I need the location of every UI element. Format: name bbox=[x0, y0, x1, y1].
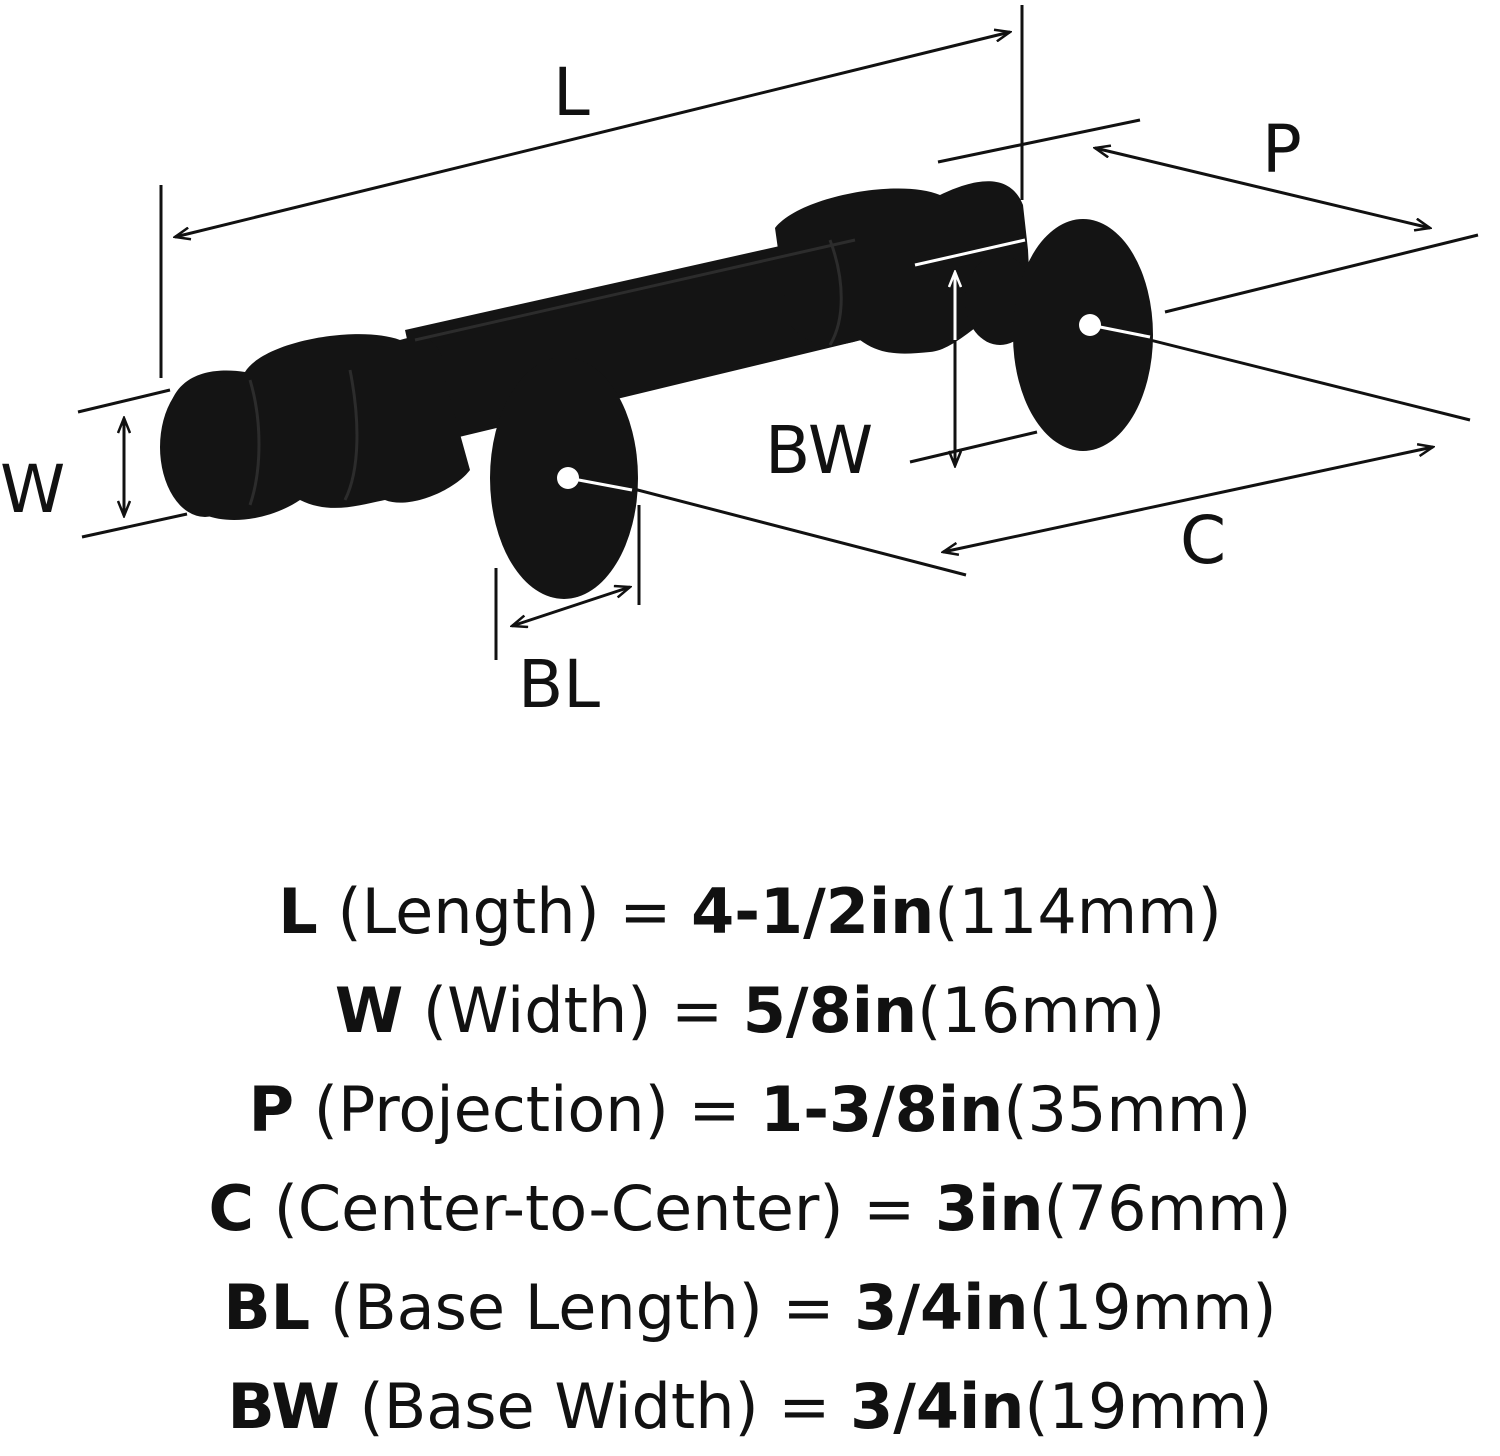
ext-line-p-bottom bbox=[1164, 233, 1479, 314]
label-base-length: BL bbox=[518, 646, 600, 723]
spec-metric: (19mm) bbox=[1028, 1271, 1277, 1344]
spec-imperial: 3/4in bbox=[850, 1370, 1025, 1443]
product-highlights bbox=[248, 238, 856, 506]
spec-base-width: BW (Base Width) = 3/4in(19mm) bbox=[0, 1357, 1500, 1456]
base-plate-right bbox=[1013, 219, 1153, 451]
ext-line-bw-top bbox=[914, 238, 1026, 267]
spec-metric: (76mm) bbox=[1043, 1172, 1292, 1245]
spec-imperial: 3in bbox=[934, 1172, 1044, 1245]
spec-symbol: C bbox=[208, 1172, 254, 1245]
spec-name: (Width) = bbox=[422, 974, 743, 1047]
arrow-base-length bbox=[512, 587, 630, 626]
label-projection: P bbox=[1262, 111, 1302, 188]
spec-imperial: 1-3/8in bbox=[760, 1073, 1004, 1146]
spec-imperial: 4-1/2in bbox=[691, 875, 935, 948]
arrow-projection bbox=[1095, 148, 1430, 228]
spec-symbol: BL bbox=[223, 1271, 311, 1344]
ext-line-w-top bbox=[77, 388, 171, 414]
spec-metric: (114mm) bbox=[934, 875, 1222, 948]
center-lines bbox=[567, 238, 1151, 492]
dimension-specs-list: L (Length) = 4-1/2in(114mm) W (Width) = … bbox=[0, 862, 1500, 1456]
spec-length: L (Length) = 4-1/2in(114mm) bbox=[0, 862, 1500, 961]
spec-symbol: P bbox=[248, 1073, 295, 1146]
pull-cap-left bbox=[160, 377, 250, 517]
spec-center-to-center: C (Center-to-Center) = 3in(76mm) bbox=[0, 1159, 1500, 1258]
ext-line-c-left bbox=[629, 486, 967, 577]
spec-imperial: 5/8in bbox=[742, 974, 918, 1047]
label-base-width: BW bbox=[765, 412, 873, 489]
spec-metric: (16mm) bbox=[917, 974, 1166, 1047]
spec-width: W (Width) = 5/8in(16mm) bbox=[0, 961, 1500, 1060]
spec-symbol: W bbox=[334, 974, 404, 1047]
spec-name: (Projection) = bbox=[313, 1073, 761, 1146]
spec-name: (Length) = bbox=[337, 875, 692, 948]
spec-symbol: L bbox=[278, 875, 318, 948]
spec-metric: (19mm) bbox=[1024, 1370, 1273, 1443]
spec-name: (Base Length) = bbox=[329, 1271, 855, 1344]
spec-base-length: BL (Base Length) = 3/4in(19mm) bbox=[0, 1258, 1500, 1357]
spec-metric: (35mm) bbox=[1003, 1073, 1252, 1146]
dimension-arrows bbox=[124, 32, 1433, 626]
dimension-diagram: L P W BW C BL bbox=[0, 5, 1479, 723]
ext-line-bw-bottom bbox=[909, 430, 1038, 464]
ext-line-c-right bbox=[1109, 328, 1471, 422]
spec-symbol: BW bbox=[227, 1370, 340, 1443]
spec-projection: P (Projection) = 1-3/8in(35mm) bbox=[0, 1060, 1500, 1159]
spec-name: (Base Width) = bbox=[359, 1370, 851, 1443]
ext-line-p-top bbox=[937, 118, 1141, 164]
arrow-length bbox=[175, 32, 1010, 237]
ext-line-w-bottom bbox=[81, 512, 188, 539]
label-center-to-center: C bbox=[1180, 502, 1226, 579]
spec-name: (Center-to-Center) = bbox=[273, 1172, 935, 1245]
label-length: L bbox=[553, 54, 590, 131]
arrow-center-to-center bbox=[943, 447, 1433, 552]
spec-imperial: 3/4in bbox=[854, 1271, 1029, 1344]
label-width: W bbox=[0, 451, 65, 528]
